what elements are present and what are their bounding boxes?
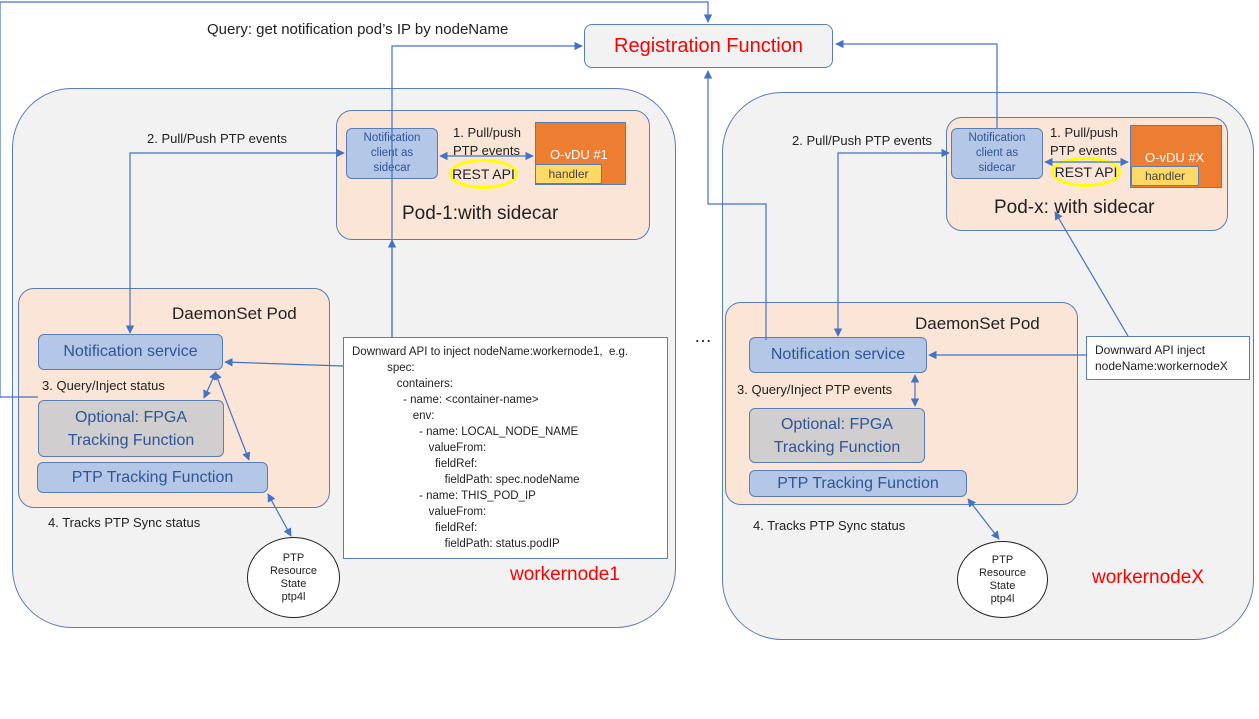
odu-x-label: O-vDU #X <box>1145 150 1205 165</box>
notification-service-node1[interactable]: Notification service <box>38 334 223 370</box>
query-inject-label-node1: 3. Query/Inject status <box>42 378 165 393</box>
downward-api-to-podx <box>1054 211 1129 337</box>
ptp-resource-nodex: PTP Resource State ptp4l <box>957 541 1048 618</box>
downward-api-line: valueFrom: <box>352 506 487 518</box>
downward-api-nodex: Downward API inject nodeName:workernodeX <box>1086 336 1250 380</box>
handler-nodex[interactable]: handler <box>1131 166 1199 186</box>
pod-x-title: Pod-x: with sidecar <box>994 197 1155 218</box>
pull-push-node1 <box>125 148 345 334</box>
pod-1-title: Pod-1:with sidecar <box>402 203 559 224</box>
downward-api-node1: Downward API to inject nodeName:workerno… <box>343 337 668 559</box>
registration-function[interactable]: Registration Function <box>584 24 833 68</box>
downward-api-to-notification-1 <box>224 358 344 367</box>
notification-client-nodex[interactable]: Notification client as sidecar <box>951 128 1043 179</box>
fpga-tracking-node1[interactable]: Optional: FPGA Tracking Function <box>38 400 224 457</box>
tracks-nodex <box>967 498 1000 540</box>
query-inject-node1 <box>203 371 217 399</box>
downward-api-line: valueFrom: <box>352 442 487 454</box>
query-line-node1 <box>391 41 583 337</box>
downward-api-line: - name: <container-name> <box>352 394 539 406</box>
pull-push-nodex <box>833 148 950 337</box>
pull-push-label-nodex-pod: 1. Pull/push PTP events <box>1050 125 1118 158</box>
downward-api-line: fieldPath: status.podIP <box>352 538 560 550</box>
pull-push-label-nodex: 2. Pull/Push PTP events <box>792 133 932 148</box>
downward-api-line: Downward API to inject nodeName:workerno… <box>352 346 629 358</box>
pull-push-label-node1: 2. Pull/Push PTP events <box>147 131 287 146</box>
downward-api-line: fieldRef: <box>352 458 478 470</box>
podx-to-registration <box>835 39 998 128</box>
downward-api-line: spec: <box>352 362 415 374</box>
downward-api-line: - name: THIS_POD_IP <box>352 490 536 502</box>
query-label: Query: get notification pod’s IP by node… <box>207 21 509 38</box>
workernode1-label: workernode1 <box>510 564 620 585</box>
notification-x-to-registration <box>703 70 767 340</box>
handler-node1[interactable]: handler <box>535 164 602 184</box>
workernodex-label: workernodeX <box>1092 567 1204 588</box>
notification-service-nodex[interactable]: Notification service <box>749 337 927 373</box>
tracks-label-nodex: 4. Tracks PTP Sync status <box>753 518 906 533</box>
odu-1-label: O-vDU #1 <box>550 147 608 162</box>
notification-to-ptp-node1 <box>213 371 251 461</box>
downward-api-line: fieldPath: spec.nodeName <box>352 474 580 486</box>
tracks-node1 <box>267 493 292 537</box>
ptp-resource-node1: PTP Resource State ptp4l <box>247 537 340 618</box>
ptp-tracking-node1[interactable]: PTP Tracking Function <box>37 462 268 493</box>
fpga-tracking-nodex[interactable]: Optional: FPGA Tracking Function <box>749 408 925 463</box>
tracks-label-node1: 4. Tracks PTP Sync status <box>48 515 201 530</box>
query-inject-label-nodex: 3. Query/Inject PTP events <box>737 382 893 397</box>
rest-api-node1[interactable]: REST API <box>449 159 518 189</box>
downward-api-line: containers: <box>352 378 453 390</box>
downward-api-line: Downward API inject <box>1095 343 1206 357</box>
ptp-tracking-nodex[interactable]: PTP Tracking Function <box>749 470 967 497</box>
downward-api-line: - name: LOCAL_NODE_NAME <box>352 426 579 438</box>
registration-function-label: Registration Function <box>614 34 803 57</box>
ellipsis: … <box>694 326 712 346</box>
downward-api-line: fieldRef: <box>352 522 478 534</box>
downward-api-line: env: <box>352 410 435 422</box>
query-line-outer <box>0 1 713 398</box>
downward-api-line: nodeName:workernodeX <box>1095 359 1228 373</box>
